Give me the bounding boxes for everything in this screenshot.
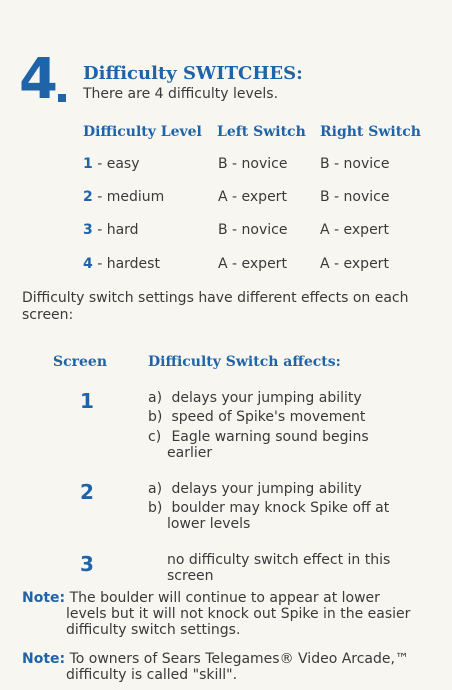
effect-item-text: speed of Spike's movement — [171, 409, 366, 425]
table-row-level: 2 - medium — [83, 189, 164, 205]
effects-header-affects: Difficulty Switch affects: — [148, 354, 341, 370]
effect-item-continuation: earlier — [167, 445, 213, 461]
effects-header-screen: Screen — [53, 354, 108, 370]
level-label: - hard — [92, 222, 139, 238]
note-text: To owners of Sears Telegames® Video Arca… — [65, 651, 409, 667]
table-cell-right: A - expert — [320, 222, 389, 238]
effect-item-label: c) — [148, 429, 162, 445]
effect-item-text: no difficulty switch effect in this — [167, 552, 391, 568]
level-label: - medium — [92, 189, 165, 205]
effect-item: b) speed of Spike's movement — [148, 409, 438, 425]
effect-item: a) delays your jumping ability — [148, 390, 438, 406]
effect-item-continuation: lower levels — [167, 516, 251, 532]
level-number: 2 — [83, 189, 93, 205]
effect-item-continuation: screen — [167, 568, 214, 584]
table-cell-left: B - novice — [218, 222, 288, 238]
note-label: Note: — [22, 590, 66, 606]
table-cell-right: A - expert — [320, 256, 389, 272]
note-continuation: levels but it will not knock out Spike i… — [66, 606, 411, 638]
effect-item: a) delays your jumping ability — [148, 481, 438, 497]
table-cell-left: B - novice — [218, 156, 288, 172]
table-cell-right: B - novice — [320, 156, 390, 172]
level-number: 3 — [83, 222, 93, 238]
level-label: - hardest — [92, 256, 160, 272]
note-label: Note: — [22, 651, 66, 667]
table-cell-right: B - novice — [320, 189, 390, 205]
effect-item-text: boulder may knock Spike off at — [171, 500, 390, 516]
section-number-dot — [58, 94, 66, 102]
table-header-level: Difficulty Level — [83, 124, 202, 140]
effect-item-text: delays your jumping ability — [171, 481, 362, 497]
note-text: The boulder will continue to appear at l… — [65, 590, 380, 606]
table-row-level: 4 - hardest — [83, 256, 160, 272]
section-subtitle: There are 4 difficulty levels. — [83, 86, 279, 102]
section-number: 4 — [19, 47, 58, 112]
note: Note: The boulder will continue to appea… — [22, 590, 442, 638]
table-cell-left: A - expert — [218, 256, 287, 272]
effect-item-text: Eagle warning sound begins — [171, 429, 369, 445]
section-title: Difficulty SWITCHES: — [83, 63, 303, 84]
table-row-level: 1 - easy — [83, 156, 139, 172]
level-number: 1 — [83, 156, 93, 172]
screen-number: 2 — [80, 480, 94, 504]
table-cell-left: A - expert — [218, 189, 287, 205]
effect-item-label: b) — [148, 409, 163, 425]
effect-item-text: delays your jumping ability — [171, 390, 362, 406]
intro-paragraph: Difficulty switch settings have differen… — [22, 290, 409, 323]
table-row-level: 3 - hard — [83, 222, 139, 238]
screen-number: 3 — [80, 552, 94, 576]
effect-item-label: a) — [148, 390, 163, 406]
screen-number: 1 — [80, 389, 94, 413]
level-number: 4 — [83, 256, 93, 272]
level-label: - easy — [92, 156, 140, 172]
table-header-left: Left Switch — [217, 124, 306, 140]
effect-item-label: b) — [148, 500, 163, 516]
effect-item-label: a) — [148, 481, 163, 497]
table-header-right: Right Switch — [320, 124, 421, 140]
note-continuation: difficulty is called "skill". — [66, 667, 238, 683]
note: Note: To owners of Sears Telegames® Vide… — [22, 651, 442, 683]
